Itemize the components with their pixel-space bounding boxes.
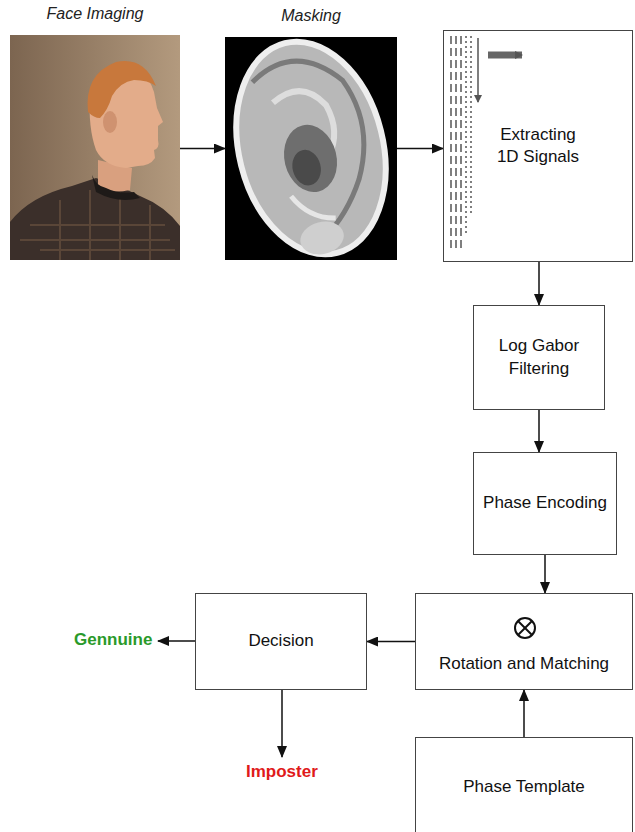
- multiply-symbol: [515, 618, 535, 638]
- face-photo: [10, 35, 180, 260]
- flow-arrow: [538, 262, 540, 305]
- box-text: Phase Template: [463, 776, 585, 798]
- flow-arrow: [180, 148, 225, 150]
- flow-arrow: [397, 148, 443, 150]
- box-text: Decision: [248, 630, 313, 652]
- image-heading: Face Imaging: [10, 5, 180, 23]
- template-box: Phase Template: [415, 737, 633, 832]
- scan-direction-arrow: [488, 52, 522, 59]
- decision-box: Decision: [195, 593, 367, 690]
- process-box: Log Gabor Filtering: [473, 305, 605, 410]
- box-text: Extracting 1D Signals: [490, 124, 586, 168]
- mask-frame: Masking: [225, 37, 397, 260]
- imposter-label: Imposter: [246, 762, 318, 782]
- box-text: Rotation and Matching: [439, 653, 609, 675]
- flow-arrow: [367, 641, 415, 643]
- box-text: Log Gabor Filtering: [491, 335, 587, 379]
- scan-pattern: [451, 36, 478, 250]
- photo-frame: Face Imaging: [10, 35, 180, 260]
- imposter-arrow: [281, 690, 283, 757]
- genuine-arrow: [158, 640, 195, 642]
- ear-image: [215, 26, 407, 270]
- process-box: Rotation and Matching: [415, 593, 633, 690]
- flow-arrow: [523, 690, 525, 737]
- process-box: Extracting 1D Signals: [443, 30, 633, 262]
- flow-arrow: [544, 555, 546, 593]
- image-heading: Masking: [225, 7, 397, 25]
- process-box: Phase Encoding: [473, 452, 617, 555]
- flow-arrow: [538, 410, 540, 452]
- genuine-label: Gennuine: [74, 630, 152, 650]
- box-text: Phase Encoding: [483, 492, 607, 514]
